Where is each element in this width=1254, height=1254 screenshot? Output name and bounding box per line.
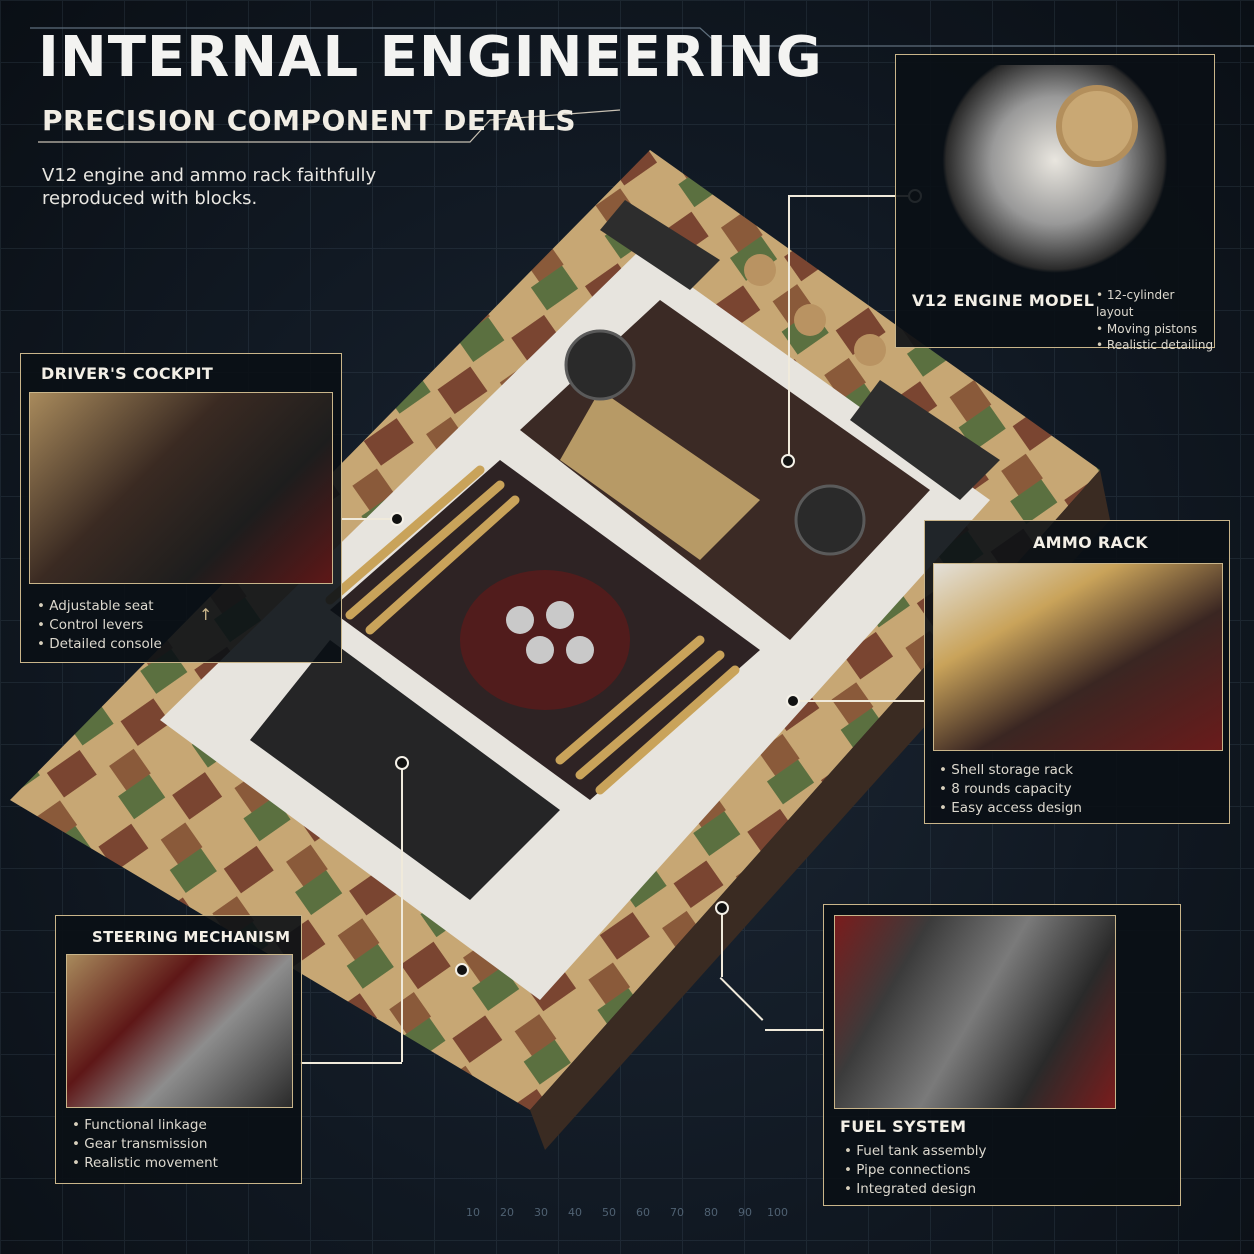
steering-title: STEERING MECHANISM [92,928,291,946]
engine-features: 12-cylinder layout Moving pistons Realis… [1096,287,1214,354]
ammo-dot [786,694,800,708]
engine-leader-h [788,195,915,197]
ruler-label: 80 [704,1206,718,1219]
fuel-image [834,915,1116,1109]
engine-piston-left [1056,85,1138,167]
fuel-features: Fuel tank assembly Pipe connections Inte… [844,1142,987,1199]
steering-dot [395,756,409,770]
engine-fan-left [564,329,636,401]
steering-feature: Functional linkage [72,1116,218,1135]
fuel-dot [715,901,729,915]
ruler-label: 90 [738,1206,752,1219]
ruler-label: 100 [767,1206,788,1219]
fuel-feature: Fuel tank assembly [844,1142,986,1161]
engine-fan-right [794,484,866,556]
header-frame-line [30,27,1254,47]
engine-feature: Realistic detailing [1096,337,1214,354]
steering-features: Functional linkage Gear transmission Rea… [72,1116,218,1173]
fuel-leader-v [721,907,723,977]
steering-feature: Realistic movement [72,1154,218,1173]
steering-leader-v [401,762,403,1062]
subtitle-underline [38,109,621,143]
engine-card: V12 ENGINE MODEL 12-cylinder layout Movi… [895,54,1215,352]
cockpit-title: DRIVER'S COCKPIT [41,364,214,383]
steering-anchor-dot [455,963,469,977]
cockpit-image [29,392,333,584]
ammo-title: AMMO RACK [1033,533,1148,552]
engine-grille-top [600,200,720,290]
hatch-1 [744,254,776,286]
ruler-label: 70 [670,1206,684,1219]
engine-title: V12 ENGINE MODEL [912,291,1095,310]
cockpit-feature: Detailed console [37,635,162,654]
cockpit-leader [340,518,395,520]
fuel-card: FUEL SYSTEM Fuel tank assembly Pipe conn… [823,904,1181,1206]
cockpit-feature: Control levers [37,616,162,635]
hatch-3 [854,334,886,366]
piston-1 [506,606,534,634]
hatch-2 [794,304,826,336]
ammo-feature: Shell storage rack [939,761,1082,780]
ammo-shells [325,465,740,795]
piston-4 [566,636,594,664]
ammo-image [933,563,1223,751]
fuel-feature: Integrated design [844,1180,987,1199]
ruler-label: 60 [636,1206,650,1219]
fuel-cover [560,390,760,560]
engine-feature: Moving pistons [1096,321,1214,338]
fuel-title: FUEL SYSTEM [840,1117,967,1136]
cockpit-features: Adjustable seat Control levers Detailed … [37,597,162,654]
ammo-features: Shell storage rack 8 rounds capacity Eas… [939,761,1082,818]
piston-3 [526,636,554,664]
ruler-label: 20 [500,1206,514,1219]
steering-image [66,954,293,1108]
page-subtitle: PRECISION COMPONENT DETAILS [42,104,577,137]
ruler-label: 10 [466,1206,480,1219]
fuel-leader-h [765,1029,825,1031]
ruler-label: 30 [534,1206,548,1219]
ruler-label: 40 [568,1206,582,1219]
cockpit-feature: Adjustable seat [37,597,162,616]
ruler-label: 50 [602,1206,616,1219]
ammo-feature: 8 rounds capacity [939,780,1082,799]
arrow-up-icon: ↑ [199,605,213,624]
piston-2 [546,601,574,629]
engine-grille-right [850,380,1000,500]
engine-anchor-dot [781,454,795,468]
engine-image [916,65,1194,277]
ammo-feature: Easy access design [939,799,1082,818]
page-title: INTERNAL ENGINEERING [38,25,823,90]
steering-leader-h [300,1062,402,1064]
fuel-feature: Pipe connections [844,1161,987,1180]
ammo-card: AMMO RACK Shell storage rack 8 rounds ca… [924,520,1230,824]
engine-leader-v [788,195,790,460]
cockpit-card: DRIVER'S COCKPIT Adjustable seat Control… [20,353,342,663]
engine-feature: 12-cylinder layout [1096,287,1214,321]
steering-feature: Gear transmission [72,1135,218,1154]
driver-compartment [250,640,560,900]
ammo-leader [795,700,925,702]
cockpit-dot [390,512,404,526]
intro-text: V12 engine and ammo rack faithfully repr… [42,165,377,210]
steering-card: STEERING MECHANISM Functional linkage Ge… [55,915,302,1184]
